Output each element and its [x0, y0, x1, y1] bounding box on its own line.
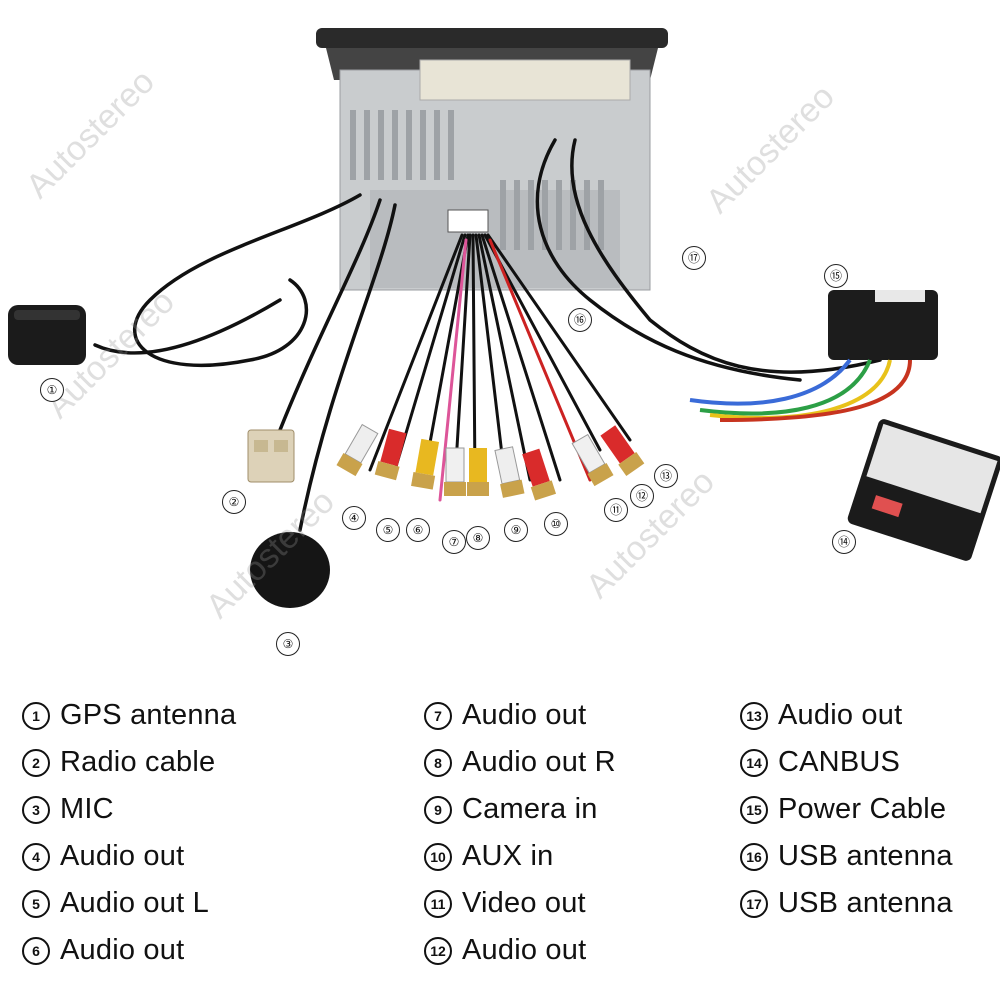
callout-3: ③ — [276, 632, 300, 656]
canbus-box — [847, 419, 1000, 561]
callout-13: ⑬ — [654, 464, 678, 488]
legend-label: Audio out — [462, 699, 587, 731]
legend-item: 1 GPS antenna — [22, 692, 236, 739]
legend-label: AUX in — [462, 840, 554, 872]
mic — [250, 532, 330, 608]
legend-item: 4 Audio out — [22, 833, 236, 880]
rca-connectors — [336, 423, 645, 501]
legend-label: Audio out — [462, 934, 587, 966]
callout-8: ⑧ — [466, 526, 490, 550]
legend-number: 3 — [22, 795, 50, 824]
product-photo: Autostereo Autostereo Autostereo Autoste… — [8, 28, 1000, 626]
legend-number: 17 — [740, 889, 768, 918]
legend-label: Camera in — [462, 793, 598, 825]
legend-number: 10 — [424, 842, 452, 871]
legend-label: Audio out — [60, 840, 185, 872]
legend-item: 3 MIC — [22, 786, 236, 833]
legend-number: 7 — [424, 701, 452, 730]
legend-label: USB antenna — [778, 840, 953, 872]
legend-label: Audio out — [778, 699, 903, 731]
callout-15: ⑮ — [824, 264, 848, 288]
callout-2: ② — [222, 490, 246, 514]
legend-item: 12 Audio out — [424, 927, 616, 974]
legend-item: 8 Audio out R — [424, 739, 616, 786]
legend-item: 6 Audio out — [22, 927, 236, 974]
legend-item: 2 Radio cable — [22, 739, 236, 786]
legend-label: USB antenna — [778, 887, 953, 919]
callout-12: ⑫ — [630, 484, 654, 508]
legend-number: 2 — [22, 748, 50, 777]
callout-7: ⑦ — [442, 530, 466, 554]
callout-5: ⑤ — [376, 518, 400, 542]
watermark-text: Autostereo — [19, 63, 162, 206]
legend-label: Audio out R — [462, 746, 616, 778]
legend-item: 14 CANBUS — [740, 739, 953, 786]
legend-number: 1 — [22, 701, 50, 730]
legend-item: 11 Video out — [424, 880, 616, 927]
callout-10: ⑩ — [544, 512, 568, 536]
legend-item: 9 Camera in — [424, 786, 616, 833]
legend-number: 8 — [424, 748, 452, 777]
legend-number: 4 — [22, 842, 50, 871]
legend-item: 13 Audio out — [740, 692, 953, 739]
legend-label: Audio out L — [60, 887, 209, 919]
legend-item: 10 AUX in — [424, 833, 616, 880]
legend-number: 12 — [424, 936, 452, 965]
watermark-text: Autostereo — [579, 463, 722, 606]
callout-11: ⑪ — [604, 498, 628, 522]
callout-9: ⑨ — [504, 518, 528, 542]
legend-number: 15 — [740, 795, 768, 824]
callout-16: ⑯ — [568, 308, 592, 332]
legend-number: 5 — [22, 889, 50, 918]
callout-4: ④ — [342, 506, 366, 530]
legend-number: 13 — [740, 701, 768, 730]
legend-item: 16 USB antenna — [740, 833, 953, 880]
callout-1: ① — [40, 378, 64, 402]
legend-number: 16 — [740, 842, 768, 871]
legend-item: 15 Power Cable — [740, 786, 953, 833]
legend-number: 14 — [740, 748, 768, 777]
legend-label: Radio cable — [60, 746, 216, 778]
legend-label: GPS antenna — [60, 699, 237, 731]
watermark-text: Autostereo — [699, 78, 842, 221]
legend-label: MIC — [60, 793, 114, 825]
legend-label: CANBUS — [778, 746, 901, 778]
callout-6: ⑥ — [406, 518, 430, 542]
legend-number: 9 — [424, 795, 452, 824]
legend-number: 6 — [22, 936, 50, 965]
callout-14: ⑭ — [832, 530, 856, 554]
callout-17: ⑰ — [682, 246, 706, 270]
legend-label: Audio out — [60, 934, 185, 966]
legend-item: 5 Audio out L — [22, 880, 236, 927]
legend-item: 7 Audio out — [424, 692, 616, 739]
legend-label: Power Cable — [778, 793, 947, 825]
legend-item: 17 USB antenna — [740, 880, 953, 927]
radio-plug — [247, 429, 295, 483]
legend-number: 11 — [424, 889, 452, 918]
gps-antenna — [8, 305, 86, 365]
legend-label: Video out — [462, 887, 586, 919]
power-connector — [689, 290, 938, 422]
